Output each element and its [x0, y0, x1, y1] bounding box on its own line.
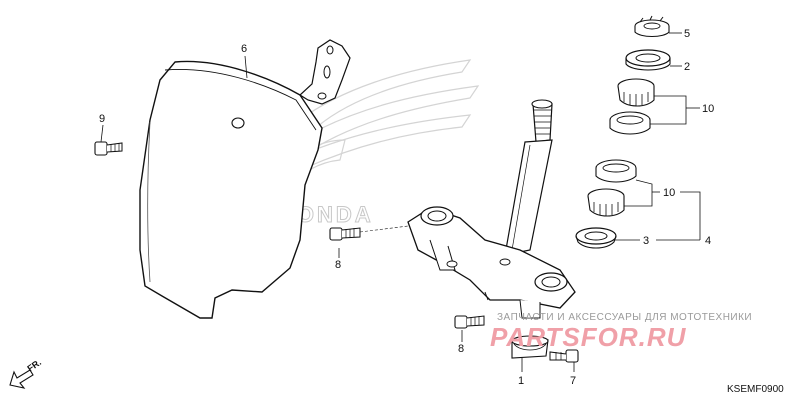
lower-race	[595, 159, 637, 183]
bolt-8-upper	[329, 225, 409, 241]
upper-race	[609, 111, 651, 135]
callout-8-upper: 8	[335, 259, 341, 271]
callout-5: 5	[684, 28, 690, 40]
upper-bearing	[617, 78, 655, 107]
callout-6: 6	[241, 43, 247, 55]
bolt-7	[549, 349, 579, 363]
clamp-1	[511, 335, 549, 359]
steering-stem	[504, 99, 553, 256]
callout-2: 2	[684, 61, 690, 73]
seal-3	[575, 227, 617, 249]
stem-nut-5	[634, 15, 670, 38]
callout-10-upper: 10	[702, 103, 714, 115]
callout-4: 4	[705, 235, 711, 247]
callout-7: 7	[570, 375, 576, 387]
callout-10-lower: 10	[663, 187, 675, 199]
front-direction-arrow-icon	[9, 369, 34, 389]
callout-9: 9	[99, 113, 105, 125]
diagram-code: KSEMF0900	[727, 384, 784, 395]
callout-3: 3	[643, 235, 649, 247]
bolt-8-lower	[454, 315, 485, 329]
callout-1: 1	[518, 375, 524, 387]
leader-lines	[100, 32, 701, 372]
watermark-tagline: ЗАПЧАСТИ И АКСЕССУАРЫ ДЛЯ МОТОТЕХНИКИ	[497, 312, 752, 323]
number-plate	[139, 39, 351, 319]
bottom-bridge	[407, 206, 576, 319]
watermark-site: PARTSFOR.RU	[490, 322, 687, 352]
lower-bearing	[587, 188, 625, 217]
callout-8-lower: 8	[458, 343, 464, 355]
bolt-9	[94, 141, 123, 156]
dust-seal-2	[625, 49, 671, 71]
